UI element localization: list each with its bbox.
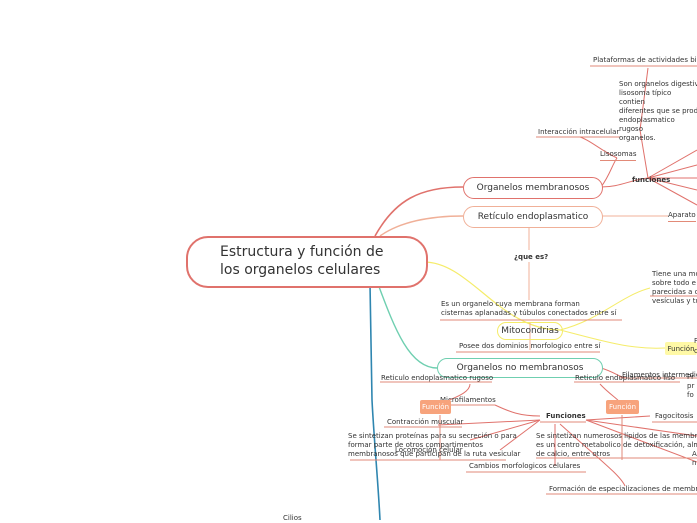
tag-funcion-right[interactable]: Función [606,400,639,414]
label-aparato[interactable]: Aparato [668,211,696,222]
tiene-line: Tiene una mo [652,270,697,278]
desc-line: Son organelos digestiv [619,80,697,88]
tag-funcion-yellow[interactable]: Función [665,342,697,355]
label-funciones-mid[interactable]: Funciones [546,412,586,420]
central-title-line1: Estructura y función de [220,244,384,260]
branch-no-membranosos [377,283,438,369]
node-organelos-no-membranosos[interactable]: Organelos no membranosos [437,358,603,378]
lip-line: de calcio, entre otros [536,450,611,458]
node-label: Mitocondrias [501,326,559,336]
a-line: n [692,459,697,467]
central-title-line2: los organelos celulares [220,262,381,278]
pr-line: pr [687,382,695,390]
tiene-line: parecidas a c [652,288,697,296]
tag-funcion-left[interactable]: Función [420,400,451,414]
a-line: A [692,450,697,458]
label-funciones-top[interactable]: funciones [632,176,671,184]
label-formacion[interactable]: Formación de especializaciones de membra [549,485,697,493]
label-lisosomas[interactable]: Lisosomas [600,150,637,161]
label-contraccion[interactable]: Contracción muscular [387,418,464,426]
label-re-liso[interactable]: Reticulo endoplasmatico liso [575,374,676,382]
node-label: Organelos no membranosos [456,363,584,373]
branch-yellow [423,261,561,331]
tiene-line: vesículas y tu [652,297,697,305]
node-mitocondrias[interactable]: Mitocondrias [497,322,563,340]
es-un-line: Es un organelo cuya membrana forman [441,300,580,308]
lip-line: es un centro metabolico de detoxificació… [536,441,697,449]
lip-line: Se sintetizan numerosos lípidos de las m… [536,432,697,440]
label-microfilamentos[interactable]: Microfilamentos [440,396,496,404]
label-lisosoma-desc[interactable]: Son organelos digestiv lisosoma típico c… [619,80,697,143]
node-reticulo-endoplasmatico[interactable]: Retículo endoplasmatico [463,206,603,228]
label-fagocitosis[interactable]: Fagocitosis [655,412,694,420]
label-a-right: A n [692,450,697,468]
label-pr-right: Pr pr fo [687,373,694,400]
desc-line: organelos. [619,134,656,142]
label-posee[interactable]: Posee dos dominios morfologico entre sí [459,342,601,350]
label-que-es[interactable]: ¿que es? [514,253,549,261]
prot-line: formar parte de otros compartimentos [348,441,483,449]
desc-line: lisosoma típico contien [619,89,672,106]
pr-line: Pr [687,373,694,381]
node-label: Organelos membranosos [476,183,590,193]
branch-reticulo [379,215,464,237]
prot-line: Se sintetizan proteínas para su secreció… [348,432,517,440]
node-organelos-membranosos[interactable]: Organelos membranosos [463,177,603,199]
label-es-un[interactable]: Es un organelo cuya membrana forman cist… [441,300,616,318]
central-topic[interactable]: Estructura y función de los organelos ce… [186,236,428,288]
pr-line: fo [687,391,694,399]
prot-line: membranosos que participan de la ruta ve… [348,450,521,458]
label-cilios[interactable]: Cilios [283,514,302,522]
desc-line: diferentes que se prod [619,107,697,115]
label-c-right: c [694,347,697,355]
tiene-line: sobre todo e [652,279,696,287]
label-cambios[interactable]: Cambios morfologicos celulares [469,462,581,470]
label-sintetizan-proteinas[interactable]: Se sintetizan proteínas para su secreció… [348,432,520,459]
label-re-rugoso[interactable]: Reticulo endoplasmatico rugoso [381,374,494,382]
desc-line: endoplasmatico rugoso [619,116,675,133]
branch-membranosos [374,186,464,237]
label-plataformas[interactable]: Plataformas de actividades bi [593,56,697,64]
branch-blue [369,283,381,520]
es-un-line: cisternas aplanadas y túbulos conectados… [441,309,617,317]
label-p-right: F [694,337,697,345]
label-filamentos[interactable]: Filamentos intermedios [622,371,697,379]
label-sintetizan-lipidos[interactable]: Se sintetizan numerosos lípidos de las m… [536,432,697,459]
node-label: Retículo endoplasmatico [477,212,589,222]
label-interaccion[interactable]: Interacción intracelular [538,128,620,136]
label-tiene[interactable]: Tiene una mo sobre todo e parecidas a c … [652,270,697,306]
label-locomocion[interactable]: Locomoción celular [395,446,463,454]
